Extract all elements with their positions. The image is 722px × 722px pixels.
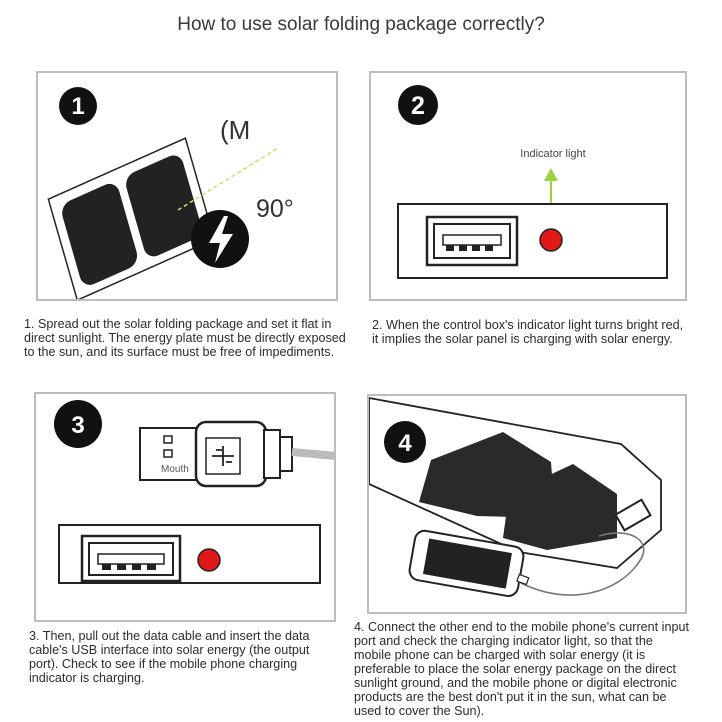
step-3-caption: 3. Then, pull out the data cable and ins… xyxy=(29,629,310,685)
solar-cell-2 xyxy=(503,464,617,550)
partial-label: (M xyxy=(220,115,250,145)
angle-label: 90° xyxy=(256,195,294,223)
page-title: How to use solar folding package correct… xyxy=(177,14,545,35)
step-2-number: 2 xyxy=(411,92,425,120)
mouth-label: Mouth xyxy=(161,464,189,475)
step-3-panel: 3 Mouth xyxy=(34,392,336,622)
mobile-phone-icon xyxy=(408,529,525,597)
step-1-badge xyxy=(59,87,97,125)
step-2-illustration: 2 Indicator light xyxy=(397,85,668,279)
step-4-illustration: 4 xyxy=(369,397,662,597)
step-2-badge xyxy=(398,85,438,125)
step-2-panel: 2 Indicator light xyxy=(369,71,687,301)
indicator-light-icon xyxy=(539,228,563,252)
indicator-light-label: Indicator light xyxy=(520,148,585,160)
indicator-light-icon xyxy=(197,548,221,572)
control-box xyxy=(614,498,652,532)
solar-panel-illustration xyxy=(47,137,216,299)
step-1-number: 1 xyxy=(71,93,84,120)
step-4-panel: 4 xyxy=(367,394,687,614)
step-1-panel: 1 (M 90° xyxy=(36,71,338,301)
step-4-caption: 4. Connect the other end to the mobile p… xyxy=(354,620,689,718)
step-2-caption: 2. When the control box's indicator ligh… xyxy=(372,318,684,346)
step-1-caption: 1. Spread out the solar folding package … xyxy=(24,317,346,359)
step-4-number: 4 xyxy=(398,430,412,457)
usb-plug-icon xyxy=(139,420,334,488)
sun-ray-line xyxy=(177,147,279,211)
step-3-illustration: 3 Mouth xyxy=(54,400,334,584)
step-3-number: 3 xyxy=(71,412,84,439)
charging-cable xyxy=(518,532,645,596)
step-3-badge xyxy=(54,400,102,448)
step-1-illustration: 1 (M 90° xyxy=(47,87,294,299)
step-4-badge xyxy=(384,421,426,463)
